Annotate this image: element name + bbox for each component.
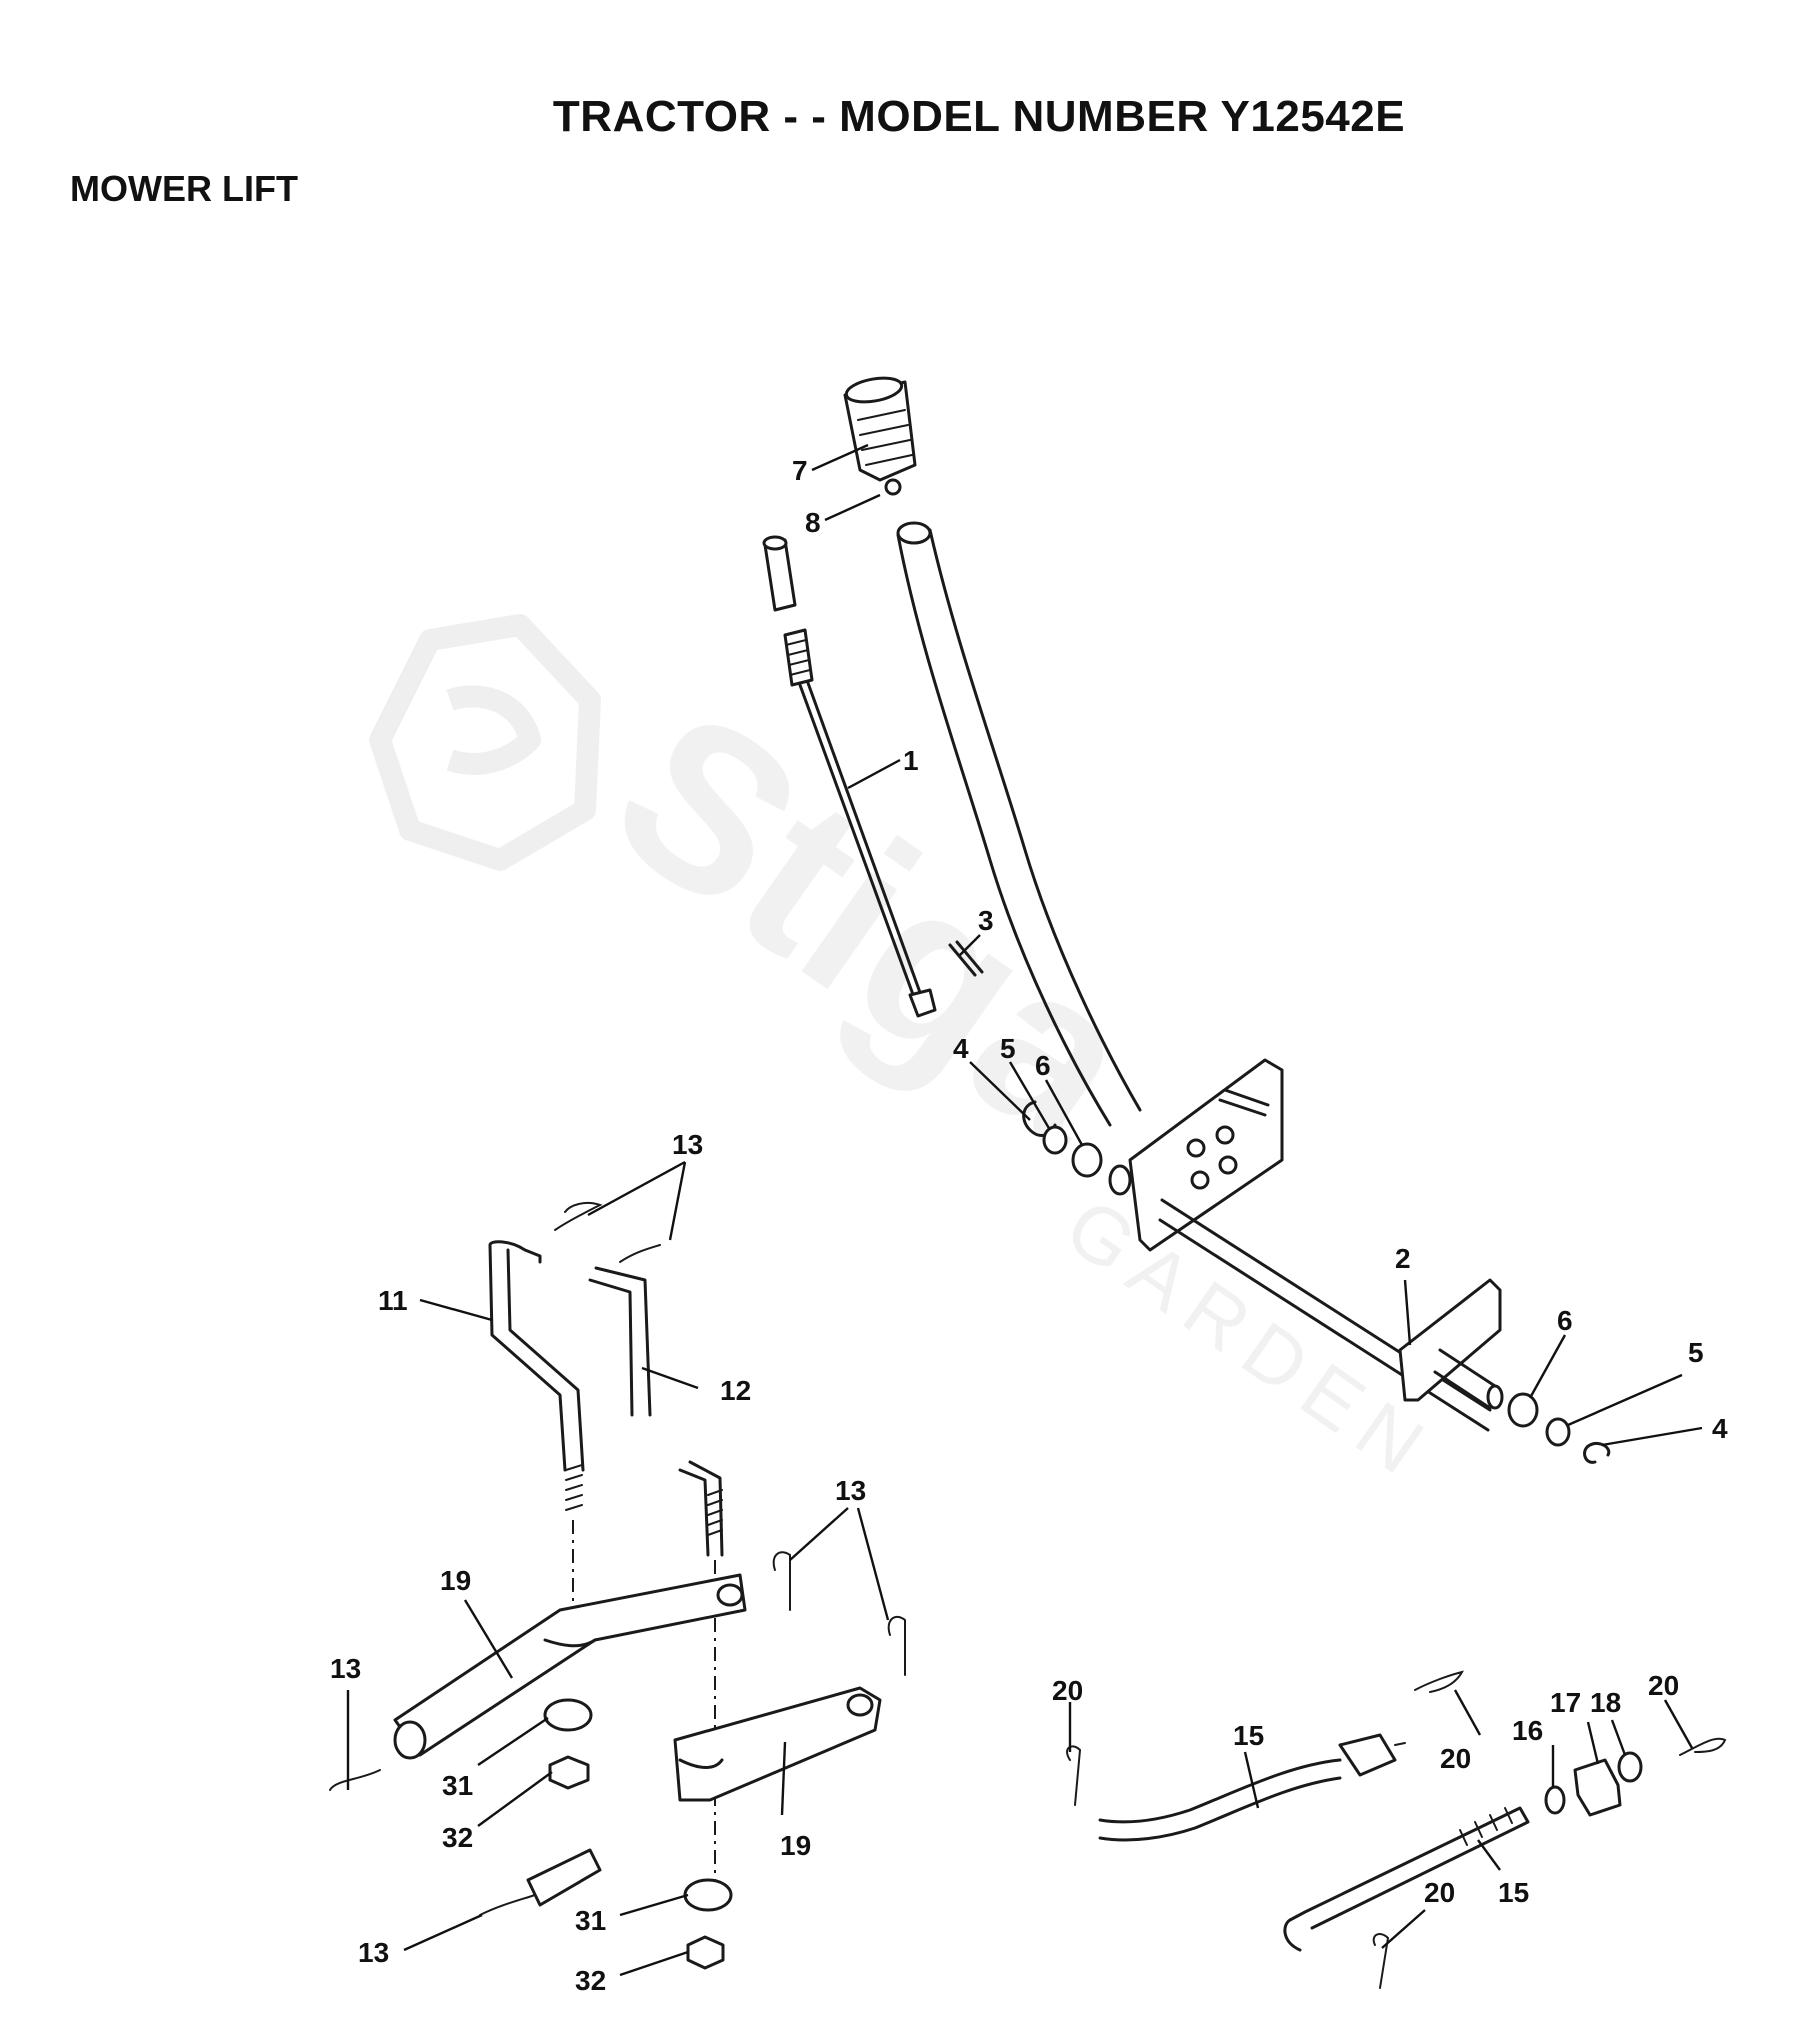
callout-32b: 32 [575, 1965, 606, 1996]
callout-1: 1 [903, 745, 919, 776]
callout-3: 3 [978, 905, 994, 936]
hairpin-clip-bottom [479, 1894, 536, 1916]
hairpin-clip-top2 [619, 1244, 661, 1263]
callout-13c: 13 [330, 1653, 361, 1684]
callout-16: 16 [1512, 1715, 1543, 1746]
callout-13a: 13 [672, 1129, 703, 1160]
lift-lever [896, 521, 1142, 1127]
watermark-tagline: GARDEN [1050, 1181, 1450, 1498]
adjusting-rod-upper [1098, 1733, 1406, 1842]
nut-right [686, 1935, 725, 1970]
cross-shaft-assembly [1128, 1058, 1504, 1432]
hairpin-clip-top1 [554, 1202, 603, 1231]
right-bushing-set [1507, 1392, 1611, 1464]
callout-13b: 13 [835, 1475, 866, 1506]
hairpin-clip-20d [1372, 1933, 1390, 1989]
hairpin-clip-20b [1414, 1670, 1464, 1693]
callout-31a: 31 [442, 1770, 473, 1801]
callout-5b: 5 [1688, 1337, 1704, 1368]
spacer-left [543, 1698, 593, 1732]
callout-12: 12 [720, 1375, 751, 1406]
lift-link-left [488, 1240, 585, 1511]
callout-15a: 15 [1233, 1720, 1264, 1751]
callout-19b: 19 [780, 1830, 811, 1861]
callout-5a: 5 [1000, 1033, 1016, 1064]
callout-4a: 4 [953, 1033, 969, 1064]
lift-arm-upper [393, 1573, 747, 1760]
watermark-logo-leaf [446, 685, 541, 775]
hairpin-clip-20c [1679, 1737, 1727, 1756]
washer-right [1545, 1417, 1571, 1447]
callout-6a: 6 [1035, 1050, 1051, 1081]
page-title: TRACTOR - - MODEL NUMBER Y12542E [552, 92, 1406, 141]
shaft-end-left [1108, 1164, 1132, 1196]
callout-20d: 20 [1424, 1877, 1455, 1908]
callout-15b: 15 [1498, 1877, 1529, 1908]
nut-left [548, 1755, 590, 1790]
hairpin-clip-lower-left [329, 1769, 381, 1791]
watermark-brand: Stiga [572, 660, 1182, 1194]
section-title: MOWER LIFT [70, 168, 298, 209]
leader-lines [346, 443, 1703, 1977]
callout-32a: 32 [442, 1822, 473, 1853]
hairpin-clip-20a [1066, 1745, 1082, 1806]
bushing-right [1507, 1392, 1539, 1428]
lift-link-right [588, 1266, 724, 1557]
adjuster-block [1573, 1758, 1622, 1817]
knob-ball [884, 478, 902, 496]
callout-18: 18 [1590, 1687, 1621, 1718]
adjuster-washer [1544, 1785, 1566, 1815]
bushing-left [1071, 1142, 1103, 1178]
callout-7: 7 [792, 455, 808, 486]
adjuster-nut [1617, 1751, 1643, 1783]
callout-11: 11 [378, 1285, 408, 1316]
link-plate [526, 1848, 602, 1907]
callout-20b: 20 [1440, 1743, 1471, 1774]
lift-arm-lower [673, 1686, 882, 1802]
cotter-pin [948, 940, 984, 977]
hairpin-clip-mid2 [887, 1615, 906, 1676]
adjusting-rod-lower [1283, 1806, 1530, 1952]
callout-17: 17 [1550, 1687, 1581, 1718]
callout-4b: 4 [1712, 1413, 1728, 1444]
callout-labels: 7 8 1 3 4 5 6 2 6 5 4 13 11 12 13 19 13 … [330, 455, 1728, 1996]
washer-left [1042, 1125, 1068, 1155]
e-clip-right [1583, 1441, 1611, 1464]
callout-19a: 19 [440, 1565, 471, 1596]
callout-20a: 20 [1052, 1675, 1083, 1706]
callout-6b: 6 [1557, 1305, 1573, 1336]
hairpin-clip-mid1 [772, 1551, 791, 1611]
spacer-right [683, 1878, 733, 1912]
release-rod [762, 535, 937, 1018]
watermark-logo-shape [369, 614, 601, 871]
callout-8: 8 [805, 507, 821, 538]
handle-grip [843, 376, 917, 482]
callout-13d: 13 [358, 1937, 389, 1968]
callout-31b: 31 [575, 1905, 606, 1936]
callout-20c: 20 [1648, 1670, 1679, 1701]
left-bushing-set [1022, 1100, 1132, 1196]
callout-2: 2 [1395, 1243, 1411, 1274]
